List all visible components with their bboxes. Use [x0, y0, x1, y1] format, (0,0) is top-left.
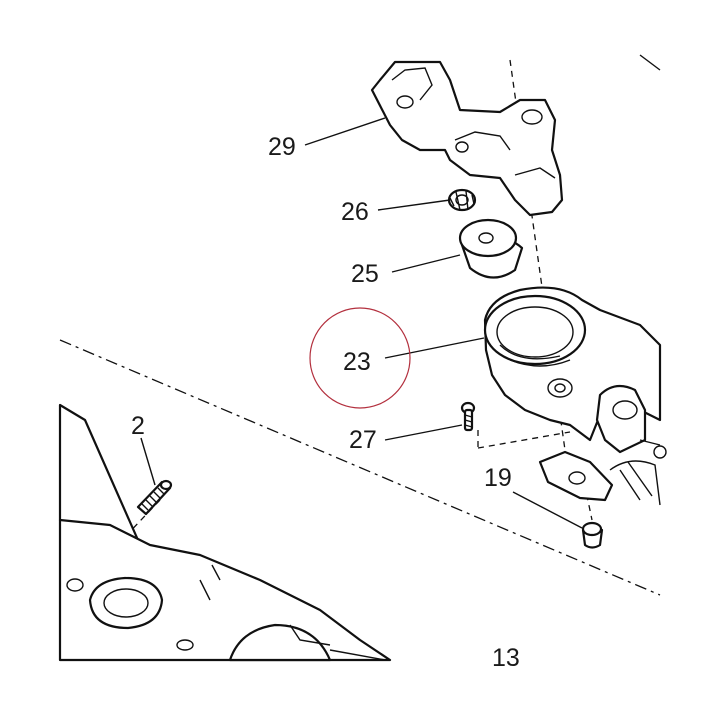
leader-19 [512, 491, 583, 529]
leader-25 [391, 254, 461, 273]
part-29-upper-clamp [370, 54, 661, 217]
leader-26 [377, 199, 451, 211]
callout-25: 25 [351, 260, 379, 288]
assembly-axis-line [59, 339, 661, 596]
pin-axis-line [579, 461, 593, 521]
part-13-lower-assembly [58, 403, 392, 662]
lower-bracket-plate [538, 445, 667, 506]
callout-13: 13 [492, 644, 520, 672]
screw-axis-line-2 [477, 431, 571, 449]
part-27-screw [460, 401, 476, 432]
part-2-stud [136, 479, 173, 516]
part-26-nut [447, 188, 477, 212]
callout-23-highlight [309, 307, 411, 409]
part-23-riser [483, 286, 662, 454]
callout-27: 27 [349, 426, 377, 454]
callout-29: 29 [268, 133, 296, 161]
leader-2 [140, 437, 156, 486]
part-25-bushing [458, 218, 524, 279]
leader-29 [304, 117, 386, 146]
callout-26: 26 [341, 198, 369, 226]
callout-2: 2 [131, 412, 145, 440]
leader-27 [384, 424, 463, 441]
part-19-pin [581, 521, 604, 549]
callout-19: 19 [484, 464, 512, 492]
leader-23 [384, 337, 485, 359]
callout-23: 23 [343, 348, 371, 376]
